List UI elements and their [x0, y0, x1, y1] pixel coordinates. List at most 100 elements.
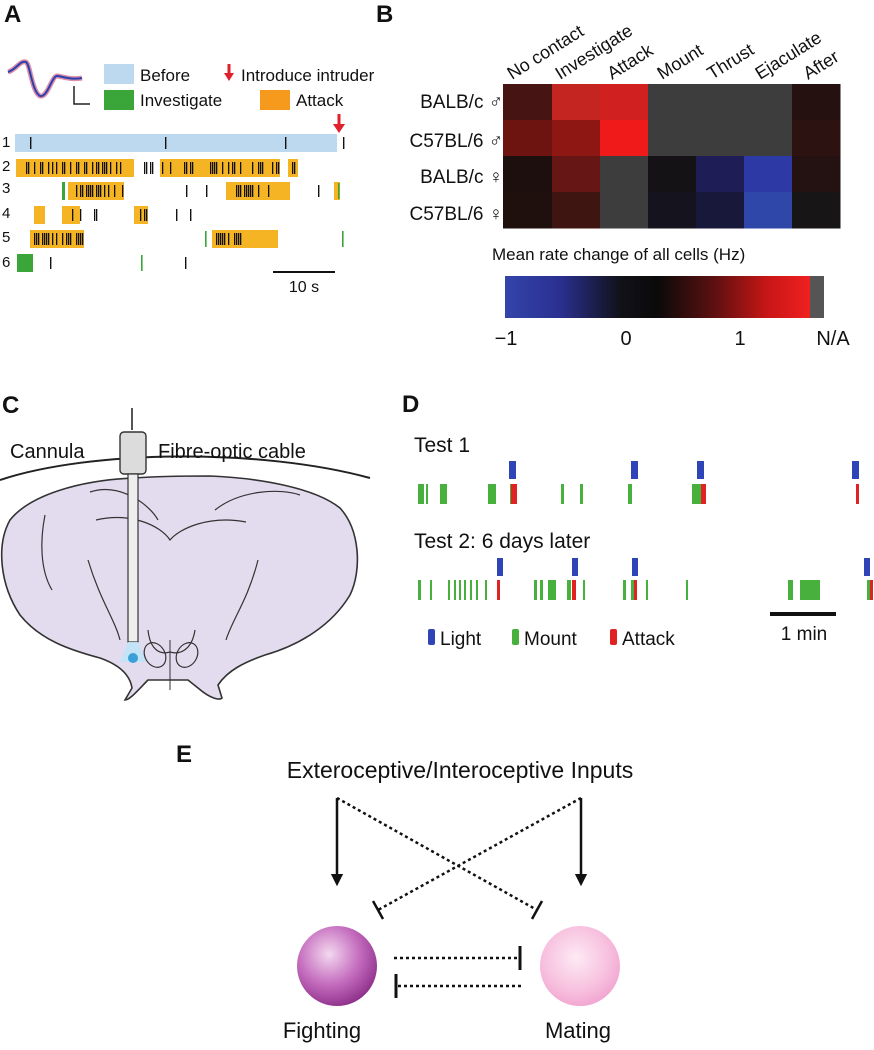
inhibit-bar-fighting	[371, 900, 385, 920]
row-label: C57BL/6 ♀	[410, 204, 503, 225]
spike-tick	[216, 233, 218, 245]
spike-tick	[258, 162, 260, 174]
spike-tick	[84, 162, 86, 174]
attack-bout	[160, 159, 218, 177]
mount-bout	[623, 580, 626, 600]
spike-tick	[186, 185, 188, 197]
spike-tick	[234, 233, 236, 245]
intruder-arrow-icon	[224, 64, 234, 81]
spike-tick	[146, 209, 148, 221]
heatmap	[503, 84, 841, 229]
spike-tick	[98, 162, 100, 174]
spike-tick	[252, 162, 254, 174]
mount-bout	[788, 580, 793, 600]
heatmap-cell	[600, 192, 649, 229]
spike-tick	[212, 162, 214, 174]
spike-raster	[15, 134, 345, 272]
spike-tick	[184, 162, 186, 174]
spike-tick	[96, 162, 98, 174]
light-pulse	[631, 461, 638, 479]
spike-tick	[66, 233, 68, 245]
spike-tick	[268, 185, 270, 197]
spike-tick	[244, 185, 246, 197]
investigate-tick	[342, 231, 344, 247]
spike-tick	[70, 162, 72, 174]
mount-bout	[440, 484, 447, 504]
spike-tick	[82, 233, 84, 245]
spike-tick	[76, 233, 78, 245]
attack-bout	[212, 230, 278, 248]
spike-tick	[26, 162, 28, 174]
test1-label: Test 1	[414, 434, 470, 457]
spike-tick	[44, 233, 46, 245]
scale-bar-d-label: 1 min	[781, 624, 827, 645]
spike-tick	[40, 162, 42, 174]
spike-tick	[214, 162, 216, 174]
heatmap-cell	[600, 156, 649, 193]
spike-tick	[64, 162, 66, 174]
mount-bout	[418, 484, 424, 504]
brain-fold	[87, 559, 259, 641]
colorbar-title: Mean rate change of all cells (Hz)	[492, 245, 745, 264]
spike-tick	[80, 209, 82, 221]
spike-tick	[76, 185, 78, 197]
panel-e: E Exteroceptive/Interoceptive Inputs Fig…	[176, 741, 633, 1043]
inputs-label: Exteroceptive/Interoceptive Inputs	[287, 757, 633, 783]
spike-tick	[114, 185, 116, 197]
spike-tick	[90, 185, 92, 197]
spike-tick	[272, 162, 274, 174]
spike-tick	[102, 162, 104, 174]
heatmap-cell	[696, 120, 745, 157]
row-label: 4	[2, 205, 10, 222]
mount-bout	[488, 484, 496, 504]
spike-tick	[42, 162, 44, 174]
colorbar-tick: N/A	[816, 328, 850, 350]
mating-label: Mating	[545, 1018, 611, 1043]
heatmap-cell	[744, 120, 793, 157]
spike-tick	[294, 162, 296, 174]
spike-tick	[104, 185, 106, 197]
heatmap-cell	[696, 84, 745, 121]
spike-tick	[246, 185, 248, 197]
colorbar-gradient	[505, 276, 810, 318]
mount-bout	[686, 580, 688, 600]
spike-tick	[206, 185, 208, 197]
spike-tick	[38, 233, 40, 245]
mount-bout	[540, 580, 543, 600]
row-label: 2	[2, 158, 10, 175]
spike-tick	[82, 185, 84, 197]
spike-tick	[30, 137, 32, 149]
spike-tick	[292, 162, 294, 174]
heatmap-cell	[648, 156, 697, 193]
spike-tick	[52, 233, 54, 245]
legend-light-swatch	[428, 629, 435, 645]
attack-bout	[497, 580, 500, 600]
spike-tick	[260, 162, 262, 174]
mount-bout	[561, 484, 564, 504]
mount-bout	[534, 580, 537, 600]
spike-tick	[48, 233, 50, 245]
investigate-tick	[338, 183, 340, 199]
spike-tick	[70, 233, 72, 245]
spike-tick	[190, 209, 192, 221]
spike-tick	[108, 185, 110, 197]
panel-d-label: D	[402, 391, 419, 418]
spike-tick	[86, 162, 88, 174]
spike-tick	[152, 162, 154, 174]
spike-tick	[88, 185, 90, 197]
colorbar-tick: 1	[734, 328, 745, 350]
spike-tick	[276, 162, 278, 174]
spike-tick	[80, 233, 82, 245]
spike-tick	[56, 162, 58, 174]
legend-investigate-text: Investigate	[140, 91, 222, 110]
spike-tick	[146, 162, 148, 174]
light-pulse	[509, 461, 516, 479]
spike-tick	[258, 185, 260, 197]
spike-tick	[68, 233, 70, 245]
spike-tick	[170, 162, 172, 174]
intruder-marker-icon	[333, 114, 345, 133]
spike-tick	[234, 162, 236, 174]
spike-tick	[46, 233, 48, 245]
spike-tick	[116, 162, 118, 174]
